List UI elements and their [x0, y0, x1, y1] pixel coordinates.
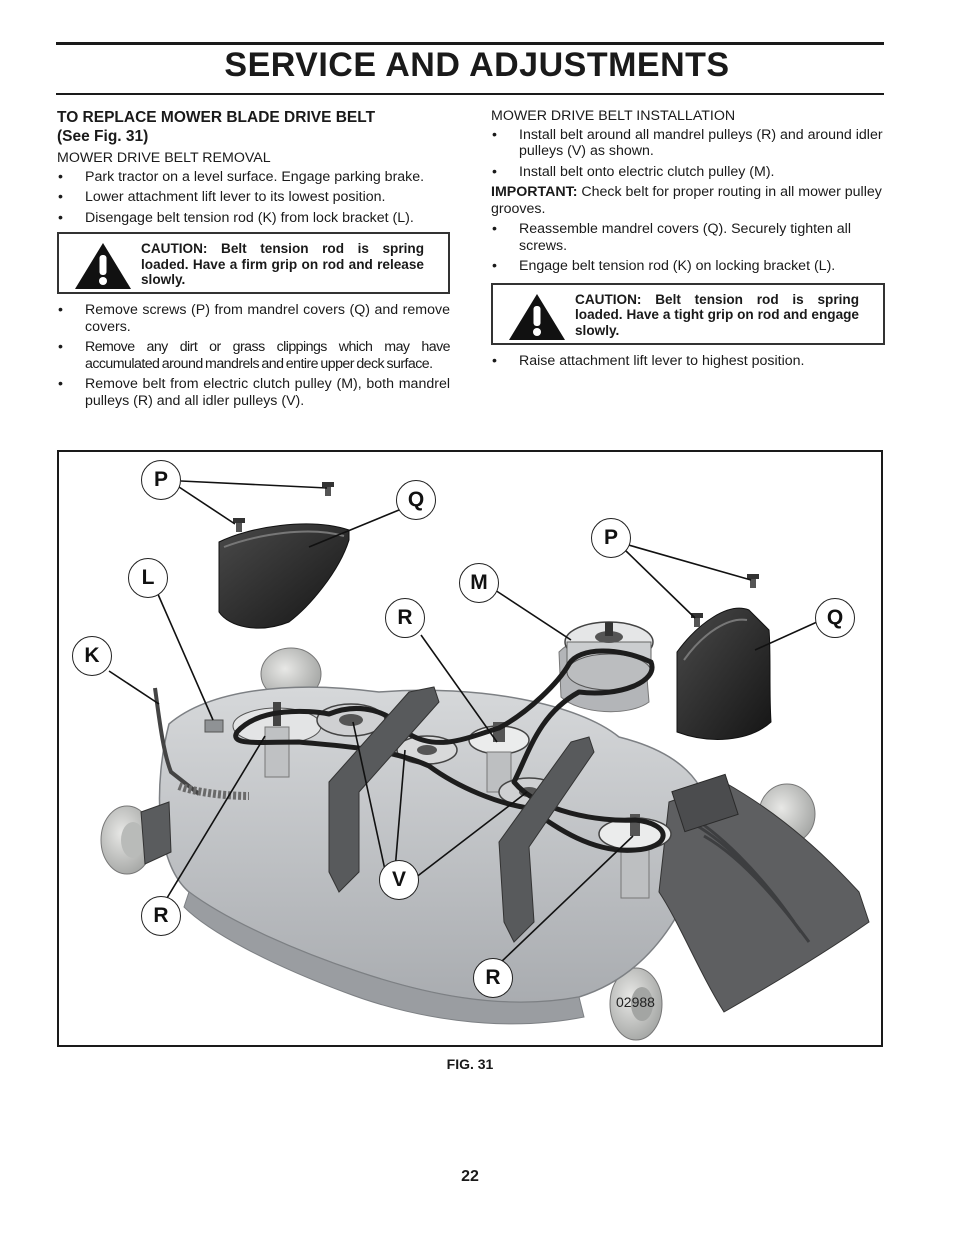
screw-right-2 — [747, 574, 759, 588]
right-column: MOWER DRIVE BELT INSTALLATION Install be… — [491, 108, 885, 373]
important-text: Check belt for proper routing in all mow… — [491, 184, 882, 217]
figure-caption: FIG. 31 — [446, 1056, 494, 1072]
mandrel-cover-right — [676, 607, 772, 740]
important-label: IMPORTANT: — [491, 184, 578, 200]
callout-leaders — [108, 480, 818, 965]
callout-r-bottom: R — [473, 958, 513, 998]
removal-steps-list: Park tractor on a level surface. Engage … — [57, 169, 450, 227]
callout-l: L — [128, 558, 168, 598]
screw-left-1 — [233, 518, 245, 532]
list-item: Reassemble mandrel covers (Q). Securely … — [491, 221, 885, 254]
callout-m: M — [459, 563, 499, 603]
caution-text: CAUTION: Belt tension rod is spring load… — [575, 291, 859, 338]
list-item: Install belt onto electric clutch pulley… — [491, 164, 885, 181]
caution-box: CAUTION: Belt tension rod is spring load… — [491, 282, 885, 345]
list-item: Remove screws (P) from mandrel covers (Q… — [57, 302, 450, 335]
warning-icon — [75, 243, 131, 289]
screw-left-2 — [322, 482, 334, 496]
front-bracket-left — [140, 801, 172, 865]
install-steps-list-2: Reassemble mandrel covers (Q). Securely … — [491, 221, 885, 275]
caution-text: CAUTION: Belt tension rod is spring load… — [141, 241, 424, 287]
figure-id: 02988 — [616, 994, 655, 1010]
list-item: Engage belt tension rod (K) on locking b… — [491, 258, 885, 275]
screw-right-1 — [691, 613, 703, 627]
gauge-wheel-front-left — [100, 805, 154, 875]
callout-p-left: P — [141, 460, 181, 500]
caution-box: CAUTION: Belt tension rod is spring load… — [57, 232, 450, 294]
callout-p-right: P — [591, 518, 631, 558]
list-item: Raise attachment lift lever to highest p… — [491, 353, 885, 370]
callout-q-right: Q — [815, 598, 855, 638]
callout-q-left: Q — [396, 480, 436, 520]
page-title: SERVICE AND ADJUSTMENTS — [224, 46, 730, 84]
mandrel-cover-left — [218, 523, 350, 629]
removal-subheading: MOWER DRIVE BELT REMOVAL — [57, 150, 271, 166]
left-column: TO REPLACE MOWER BLADE DRIVE BELT(See Fi… — [57, 108, 451, 413]
list-item: Remove belt from electric clutch pulley … — [57, 376, 450, 409]
gauge-wheel-front-right — [609, 967, 663, 1041]
list-item: Disengage belt tension rod (K) from lock… — [57, 210, 450, 227]
list-item: Remove any dirt or grass clippings which… — [57, 339, 451, 372]
important-note: IMPORTANT: Check belt for proper routing… — [491, 184, 885, 217]
removal-steps-list-2: Remove screws (P) from mandrel covers (Q… — [57, 302, 451, 409]
warning-icon — [509, 293, 565, 340]
idler-bracket-left — [328, 686, 440, 893]
page-number: 22 — [461, 1168, 479, 1185]
installation-subheading: MOWER DRIVE BELT INSTALLATION — [491, 108, 736, 124]
lock-bracket — [204, 719, 224, 733]
header-rule-bottom — [56, 93, 884, 95]
callout-r-left: R — [141, 896, 181, 936]
list-item: Park tractor on a level surface. Engage … — [57, 169, 450, 186]
header-rule-top — [56, 42, 884, 45]
figure-31: P Q P L M R Q K V R R 02988 — [57, 450, 883, 1047]
callout-v: V — [379, 860, 419, 900]
list-item: Lower attachment lift lever to its lowes… — [57, 189, 450, 206]
callout-r-top: R — [385, 598, 425, 638]
belt-tension-rod — [153, 687, 250, 800]
idler-bracket-right — [498, 736, 595, 943]
install-steps-list-3: Raise attachment lift lever to highest p… — [491, 353, 885, 370]
install-steps-list: Install belt around all mandrel pulleys … — [491, 127, 885, 181]
drive-belt — [233, 648, 666, 853]
list-item: Install belt around all mandrel pulleys … — [491, 127, 885, 160]
mower-deck-illustration — [100, 480, 870, 1041]
section-heading: TO REPLACE MOWER BLADE DRIVE BELT(See Fi… — [57, 109, 376, 145]
callout-k: K — [72, 636, 112, 676]
